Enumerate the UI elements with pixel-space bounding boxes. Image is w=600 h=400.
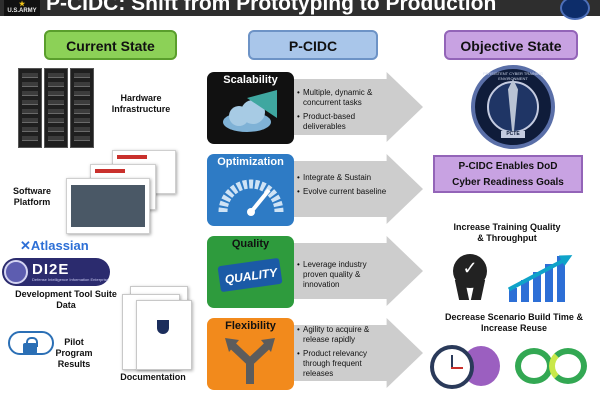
optimization-bullets: Integrate & Sustain Evolve current basel… [297, 173, 393, 201]
flexibility-bullets: Agility to acquire & release rapidly Pro… [297, 325, 393, 383]
di2e-logo: DI2E Defense Intelligence Information En… [2, 258, 110, 286]
development-tool-suite-label: Development Tool Suite Data [15, 289, 117, 310]
flexibility-title: Flexibility [225, 320, 276, 332]
cloud-icon [223, 90, 277, 132]
list-item: Product relevancy through frequent relea… [297, 349, 393, 379]
document-page [136, 300, 192, 370]
clock-icon [430, 345, 474, 389]
pcte-seal-small-icon [560, 0, 590, 20]
server-rack-icon [18, 68, 96, 148]
atlassian-logo: ✕Atlassian [20, 238, 89, 254]
list-item: Agility to acquire & release rapidly [297, 325, 393, 345]
split-arrows-icon [225, 338, 275, 384]
quality-tile: Quality QUALITY [207, 236, 294, 308]
di2e-wordmark: DI2E [32, 261, 70, 278]
optimization-tile: Optimization [207, 154, 294, 226]
current-state-header: Current State [44, 30, 177, 60]
goal-box: P-CIDC Enables DoD Cyber Readiness Goals [433, 155, 583, 193]
gauge-icon [218, 179, 284, 216]
software-platform-label: Software Platform [12, 186, 51, 207]
increase-training-label: Increase Training Quality & Throughput [453, 222, 561, 243]
army-logo: ★ U.S.ARMY [4, 0, 40, 16]
quality-bullets: Leverage industry proven quality & innov… [297, 260, 393, 294]
globe-icon [4, 260, 28, 284]
list-item: Product-based deliverables [297, 112, 393, 132]
di2e-subtitle: Defense Intelligence Information Enterpr… [32, 277, 109, 282]
pilot-program-label: Pilot Program Results [55, 337, 93, 369]
decrease-build-time-label: Decrease Scenario Build Time & Increase … [445, 312, 583, 333]
goal-line-1: P-CIDC Enables DoD [458, 161, 558, 172]
atlassian-mark-icon: ✕ [20, 238, 31, 253]
scalability-tile: Scalability [207, 72, 294, 144]
list-item: Multiple, dynamic & concurrent tasks [297, 88, 393, 108]
optimization-title: Optimization [217, 156, 284, 168]
shield-icon [157, 320, 169, 334]
seal-ring-text: PERSISTENT CYBER TRAINING ENVIRONMENT [482, 71, 544, 81]
pcidc-header: P-CIDC [248, 30, 378, 60]
army-logo-text: U.S.ARMY [7, 8, 37, 14]
scalability-bullets: Multiple, dynamic & concurrent tasks Pro… [297, 88, 393, 136]
growth-chart-icon [503, 249, 576, 302]
atlassian-wordmark: Atlassian [30, 238, 89, 253]
documentation-label: Documentation [120, 372, 186, 382]
flexibility-tile: Flexibility [207, 318, 294, 390]
hardware-infrastructure-label: Hardware Infrastructure [111, 93, 171, 114]
scalability-title: Scalability [223, 74, 278, 86]
pcte-seal: PERSISTENT CYBER TRAINING ENVIRONMENT PC… [471, 65, 555, 149]
quality-title: Quality [231, 238, 270, 250]
list-item: Leverage industry proven quality & innov… [297, 260, 393, 290]
sword-icon [508, 79, 518, 131]
title-bar [0, 0, 600, 16]
seal-label: PCTE [501, 131, 525, 138]
award-ribbon-icon [447, 254, 493, 300]
lock-icon [23, 337, 38, 354]
list-item: Evolve current baseline [297, 187, 393, 197]
star-icon: ★ [18, 1, 26, 8]
software-screenshot [66, 178, 150, 234]
page-title: P-CIDC: Shift from Prototyping to Produc… [46, 0, 497, 15]
goal-line-2: Cyber Readiness Goals [452, 177, 564, 188]
objective-state-header: Objective State [444, 30, 578, 60]
quality-badge-icon [217, 258, 283, 292]
list-item: Integrate & Sustain [297, 173, 393, 183]
infinity-icon [515, 348, 587, 384]
